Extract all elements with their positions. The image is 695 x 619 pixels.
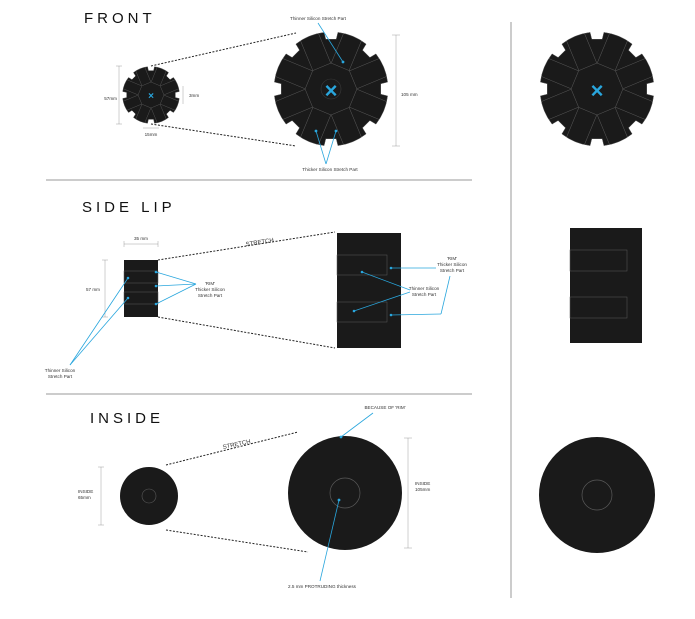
inside-zoom-line-top — [165, 431, 299, 466]
side-rim-large-3: Stretch Part — [440, 268, 465, 273]
inside-protruding-label: 2.5 mm PROTRUDING thickness — [288, 584, 357, 589]
side-thinner-mid-2: Stretch Part — [412, 292, 437, 297]
right-side-lip — [569, 228, 642, 343]
side-rim-small-1: 'RIM' — [205, 281, 215, 286]
front-label-thinner: Thinner Silicon Stretch Part — [290, 16, 347, 21]
side-thinner-left-1: Thinner Silicon — [45, 368, 76, 373]
side-rim-large-1: 'RIM' — [447, 256, 457, 261]
front-dim-side: 3mm — [189, 93, 199, 98]
side-lip-small — [123, 260, 159, 317]
x-mark-icon: × — [325, 78, 338, 103]
inside-large-label-1: INSIDE — [415, 481, 430, 486]
x-mark-icon: × — [148, 91, 154, 102]
side-dim-height: 57 mm — [86, 287, 100, 292]
side-lip-large — [336, 233, 401, 348]
front-zoom-line-top — [150, 32, 297, 67]
front-dim-bottom: 15mm — [145, 132, 158, 137]
front-label-thicker: Thicker Silicon Stretch Part — [302, 167, 358, 172]
side-thinner-left-2: Stretch Part — [48, 374, 73, 379]
side-rim-large-2: Thicker Silicon — [437, 262, 467, 267]
front-title: FRONT — [84, 10, 156, 27]
inside-disc-small — [120, 467, 178, 525]
front-gear-small: × — [122, 66, 180, 124]
side-stretch-label: STRETCH — [245, 238, 274, 248]
side-zoom-line-bottom — [157, 316, 336, 349]
right-inside-disc — [539, 437, 655, 553]
inside-disc-large — [288, 436, 402, 550]
inside-because-label: BECAUSE OF 'RIM' — [364, 405, 405, 410]
front-dim-height-large: 105 mm — [401, 92, 418, 97]
x-mark-icon: × — [591, 78, 604, 103]
side-thinner-mid-1: Thinner Silicon — [409, 286, 440, 291]
inside-small-label-1: INSIDE — [78, 489, 93, 494]
inside-large-label-2: 105mm — [415, 487, 430, 492]
side-rim-small-3: Stretch Part — [198, 293, 223, 298]
front-dim-height-small: 57mm — [104, 96, 117, 101]
inside-title: INSIDE — [90, 410, 165, 427]
front-zoom-line-bottom — [150, 123, 297, 147]
inside-small-label-2: 65mm — [78, 495, 91, 500]
inside-zoom-line-bottom — [165, 529, 309, 553]
right-front-gear: × — [540, 32, 654, 146]
front-gear-large: × — [274, 32, 388, 146]
inside-stretch-label: STRETCH — [222, 439, 251, 451]
side-dim-width: 35 mm — [134, 236, 148, 241]
side-zoom-line-top — [157, 231, 336, 261]
side-lip-title: SIDE LIP — [82, 199, 176, 216]
side-rim-small-2: Thicker Silicon — [195, 287, 225, 292]
